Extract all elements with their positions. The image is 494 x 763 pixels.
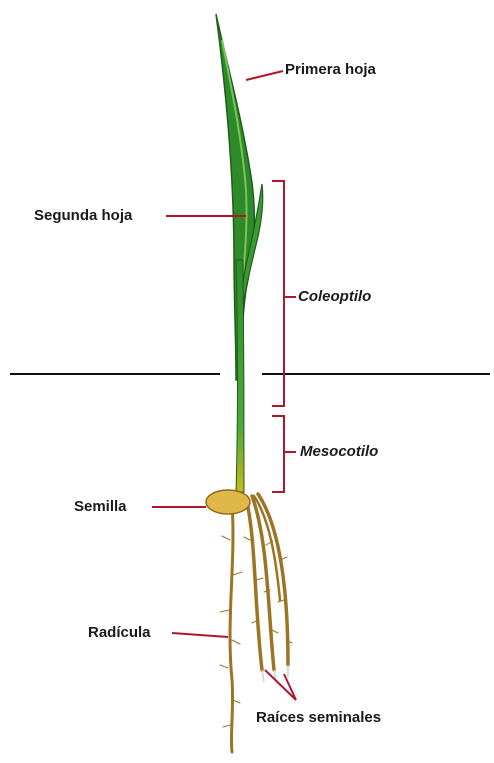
label-seminal-roots: Raíces seminales <box>256 710 381 725</box>
label-radicle: Radícula <box>88 625 151 640</box>
pointers <box>152 71 296 700</box>
pointer-seminal-a <box>265 670 296 700</box>
pointer-seminal-b <box>284 674 296 700</box>
first-leaf <box>216 14 254 380</box>
label-second-leaf: Segunda hoja <box>34 208 132 223</box>
pointer-first-leaf <box>246 71 283 80</box>
radicle-root <box>230 505 233 752</box>
label-mesocotyl: Mesocotilo <box>300 444 378 459</box>
label-coleoptile: Coleoptilo <box>298 289 371 304</box>
seed <box>206 490 250 514</box>
bracket-coleoptile <box>272 181 284 406</box>
label-first-leaf: Primera hoja <box>285 62 376 77</box>
stem <box>236 260 244 492</box>
pointer-radicle <box>172 633 228 637</box>
bracket-mesocotyl <box>272 416 284 492</box>
label-seed: Semilla <box>74 499 127 514</box>
